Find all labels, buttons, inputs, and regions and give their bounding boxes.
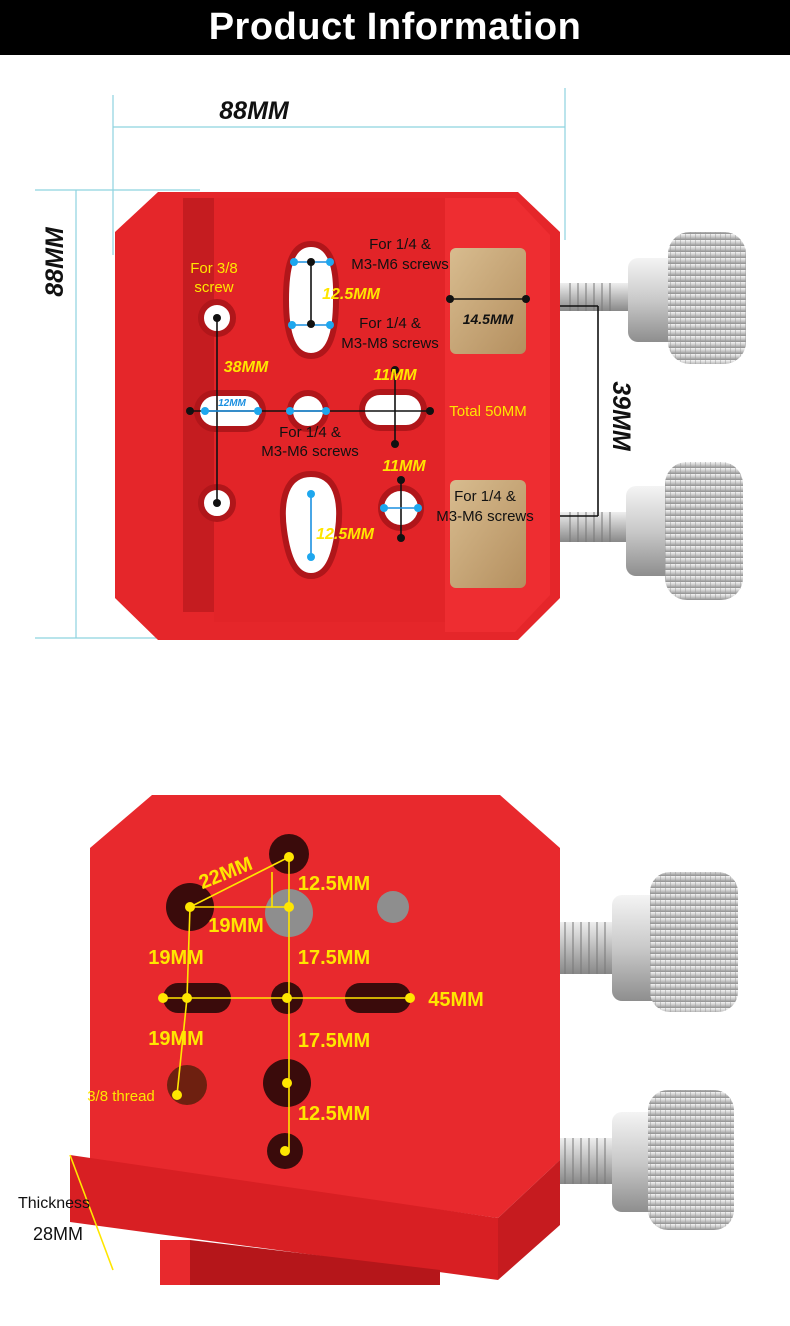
bottom-12-5-lower-label: 12.5MM bbox=[298, 1103, 370, 1125]
for38-label-1: For 3/8 bbox=[190, 260, 238, 277]
bottom-yellow-dots bbox=[158, 852, 415, 1156]
top-black-dots bbox=[186, 258, 530, 542]
dim-11-upper-label: 11MM bbox=[373, 367, 417, 384]
mid-note-1: For 1/4 & bbox=[359, 315, 421, 332]
pad-width-label: 14.5MM bbox=[463, 311, 514, 327]
thread-label: 3/8 thread bbox=[87, 1088, 155, 1105]
top-width-label: 88MM bbox=[219, 97, 290, 125]
brass-pad-lower bbox=[450, 480, 526, 588]
header-bar: Product Information bbox=[0, 0, 790, 55]
dim-19-left-lower-label: 19MM bbox=[148, 1028, 204, 1050]
dim-12-label: 12MM bbox=[218, 398, 246, 409]
dim-19-inner-label: 19MM bbox=[208, 915, 264, 937]
top-knob-lower bbox=[560, 462, 743, 600]
thickness-value: 28MM bbox=[33, 1224, 83, 1244]
upper-note-2: M3-M6 screws bbox=[351, 256, 449, 273]
top-knob-upper bbox=[560, 232, 746, 364]
dim-17-5-lower-label: 17.5MM bbox=[298, 1030, 370, 1052]
dim-19-left-upper-label: 19MM bbox=[148, 947, 204, 969]
brass-pad-upper bbox=[450, 248, 526, 354]
dim-11-lower-label: 11MM bbox=[382, 458, 426, 475]
for38-label-2: screw bbox=[194, 279, 233, 296]
right-note-2: M3-M6 screws bbox=[436, 508, 534, 525]
dim-45-label: 45MM bbox=[428, 989, 484, 1011]
top-dim-lines bbox=[35, 88, 566, 639]
top-view: 88MM 88MM 39MM For 3/8 screw For 1/4 & M… bbox=[35, 88, 746, 640]
right-note-1: For 1/4 & bbox=[454, 488, 516, 505]
dim-38-label: 38MM bbox=[224, 359, 269, 376]
dim-17-5-upper-label: 17.5MM bbox=[298, 947, 370, 969]
mid-note-2: M3-M8 screws bbox=[341, 335, 439, 352]
top-height-label: 88MM bbox=[41, 226, 69, 297]
center-note-1: For 1/4 & bbox=[279, 424, 341, 441]
bottom-12-5-upper-label: 12.5MM bbox=[298, 873, 370, 895]
page-title: Product Information bbox=[208, 6, 582, 48]
upper-12-5-label: 12.5MM bbox=[322, 286, 380, 303]
bottom-front-face bbox=[70, 1155, 498, 1280]
top-blue-dots bbox=[201, 258, 422, 561]
knob-spacing-label: 39MM bbox=[607, 381, 635, 452]
lower-12-5-label: 12.5MM bbox=[316, 526, 374, 543]
bottom-knob-upper bbox=[555, 872, 738, 1012]
total-label: Total 50MM bbox=[449, 403, 527, 420]
bottom-view: 22MM 12.5MM 19MM 19MM 17.5MM 45MM 19MM 1… bbox=[18, 795, 738, 1285]
center-note-2: M3-M6 screws bbox=[261, 443, 359, 460]
thickness-label: Thickness bbox=[18, 1195, 90, 1212]
bottom-plate bbox=[90, 795, 560, 1218]
bottom-knob-lower bbox=[555, 1090, 734, 1230]
upper-note-1: For 1/4 & bbox=[369, 236, 431, 253]
